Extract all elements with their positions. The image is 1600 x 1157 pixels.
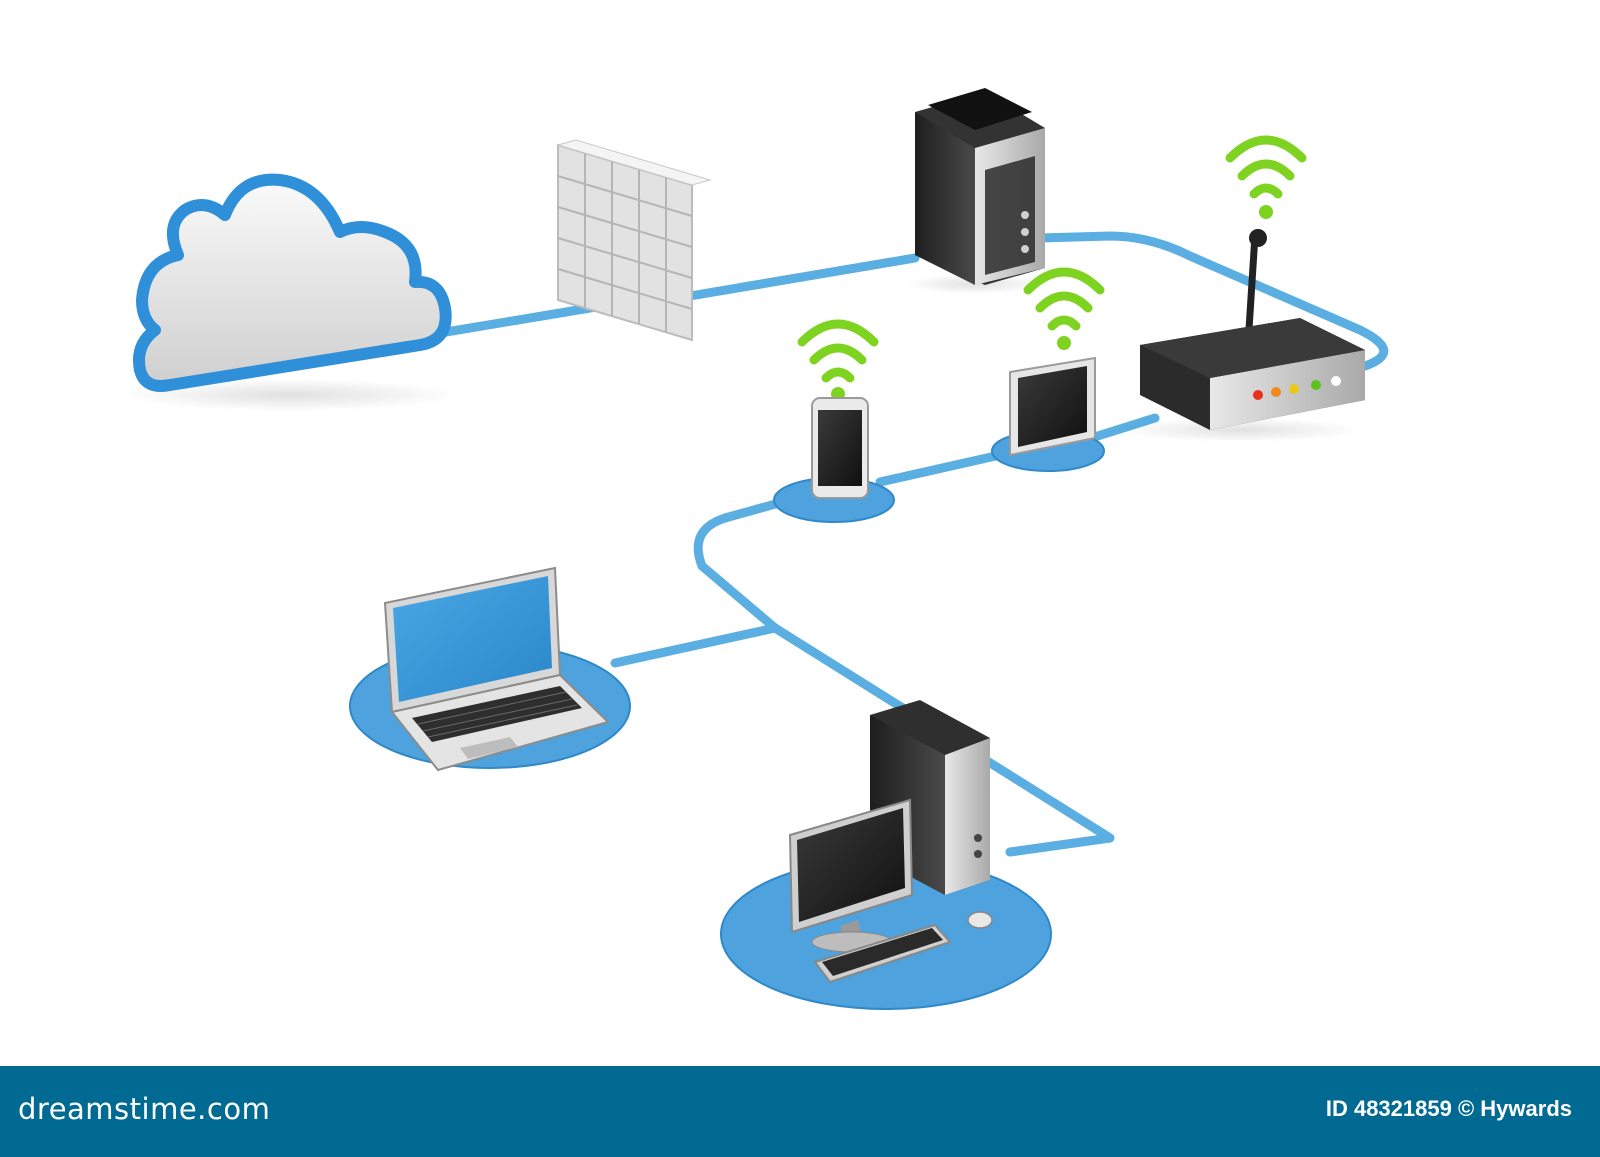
copyright-author: © Hywards — [1457, 1096, 1572, 1121]
cloud-icon — [120, 173, 460, 411]
cable-tablet-phone — [875, 450, 1005, 487]
cable-server-router — [1035, 231, 1389, 377]
laptop-icon — [383, 566, 610, 772]
wireless-router-icon — [1120, 229, 1365, 442]
wifi-signal-router — [1225, 135, 1307, 219]
wifi-signal-tablet — [1023, 267, 1105, 350]
desktop-computer-icon — [788, 700, 993, 984]
smartphone-icon — [811, 397, 869, 499]
footer-bar: dreamstime.com ID 48321859 © Hywards — [0, 1066, 1600, 1157]
wifi-signal-smartphone — [797, 319, 879, 401]
cable-junction-desktop — [770, 623, 1115, 857]
network-diagram — [120, 88, 1389, 1010]
cable-firewall-server — [685, 253, 920, 301]
image-credit: ID 48321859 © Hywards — [1326, 1096, 1572, 1122]
image-id: ID 48321859 — [1325, 1096, 1452, 1121]
cable-phone-junction — [693, 495, 795, 633]
cable-junction-laptop — [610, 623, 780, 668]
network-cables — [435, 231, 1389, 857]
tablet-icon — [1009, 356, 1096, 457]
brand-logo[interactable]: dreamstime.com — [18, 1092, 271, 1126]
brick-wall-icon — [556, 139, 712, 342]
server-tower-icon — [905, 88, 1045, 294]
cable-router-tablet — [1080, 413, 1160, 445]
